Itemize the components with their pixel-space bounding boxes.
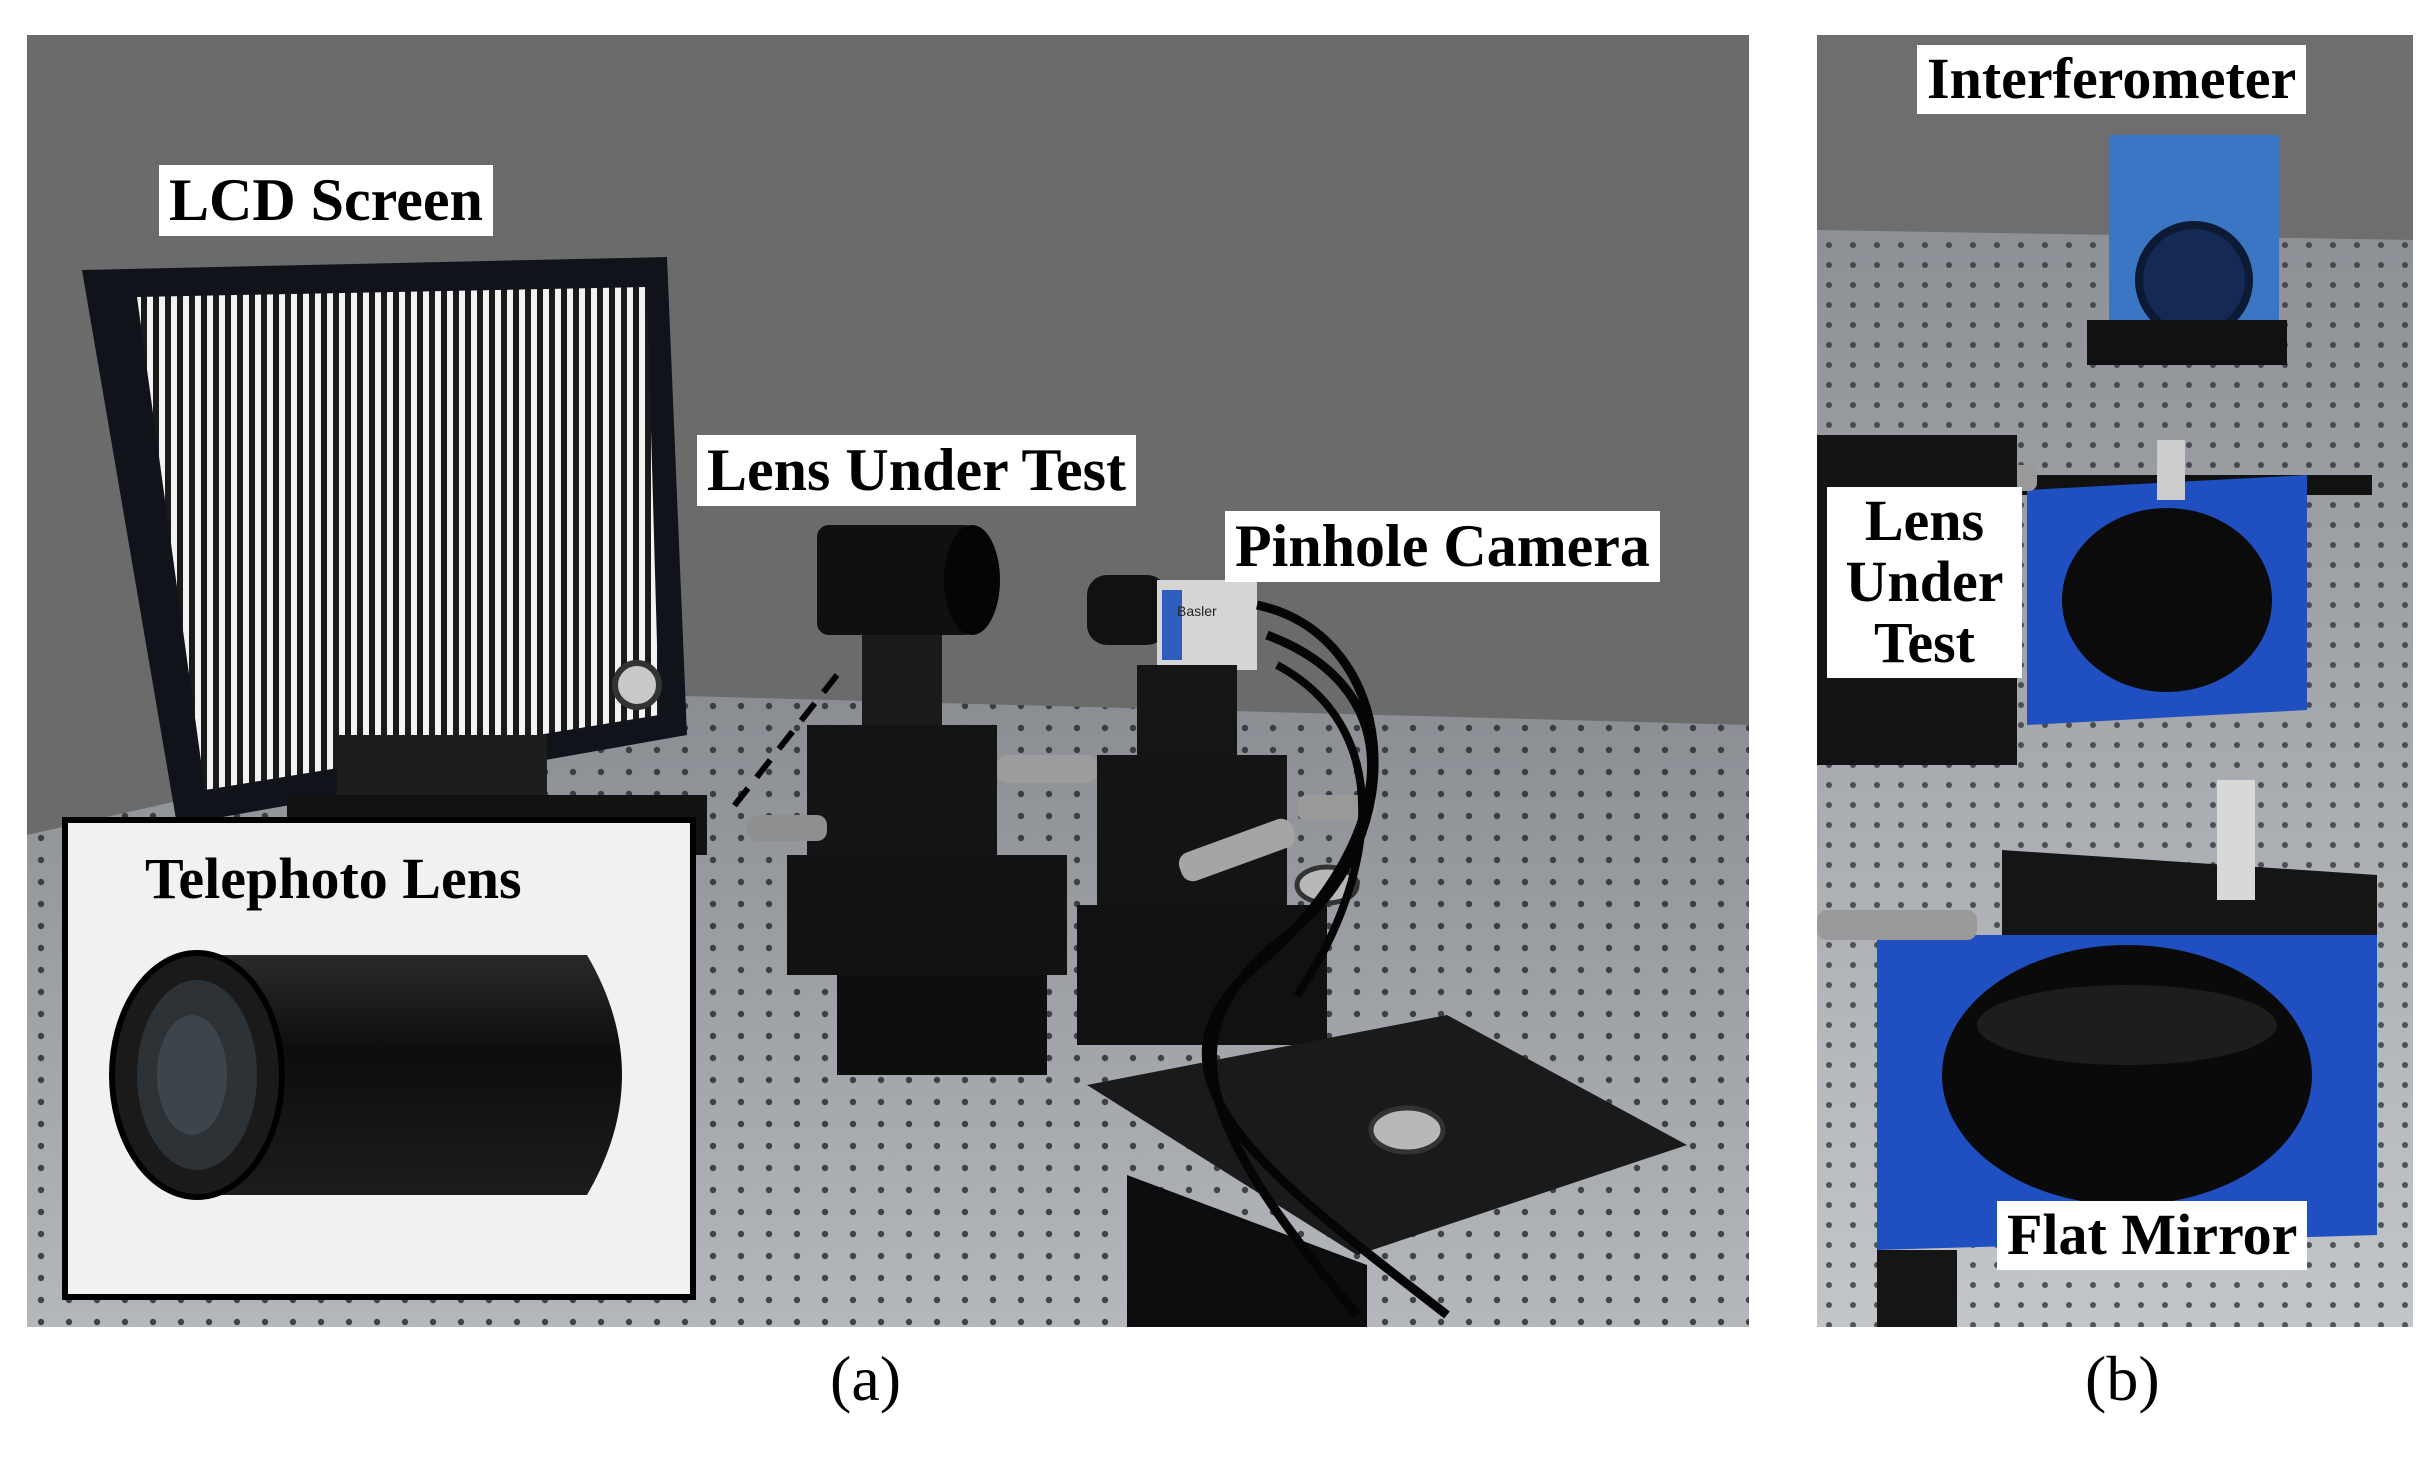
interferometer (2087, 135, 2287, 365)
lab-setup-photo (27, 257, 1749, 1327)
lens-under-test-label: Lens Under Test (697, 435, 1137, 506)
interferometer-label: Interferometer (1917, 45, 2307, 114)
telephoto-lens-inset (62, 817, 696, 1300)
interferometer-setup-photo (1817, 135, 2413, 1327)
telephoto-lens-label: Telephoto Lens (145, 846, 522, 911)
pinhole-camera-label: Pinhole Camera (1225, 511, 1660, 582)
caption-b: (b) (2085, 1343, 2160, 1414)
flat-mirror-mount (1817, 780, 2377, 1327)
lens-under-test-line1: Lens (1864, 488, 1985, 553)
lcd-screen-label: LCD Screen (159, 165, 493, 236)
pinhole-camera-mount (1077, 575, 1687, 1327)
photo-panel-b: Interferometer Lens Under Test Flat Mirr… (1817, 35, 2413, 1327)
lens-under-test-line3: Test (1874, 609, 1975, 675)
lens-under-test-mount (747, 525, 1097, 1075)
optical-path-line (724, 673, 840, 817)
caption-a: (a) (830, 1343, 902, 1414)
camera-brand-text: Basler (1177, 603, 1217, 619)
lens-under-test-label-b: Lens Under Test (1827, 487, 2022, 678)
lens-under-test-line2: Under (1845, 548, 2004, 614)
flat-mirror-label: Flat Mirror (1997, 1201, 2308, 1270)
photo-panel-a: LCD Screen Lens Under Test Pinhole Camer… (27, 35, 1749, 1327)
